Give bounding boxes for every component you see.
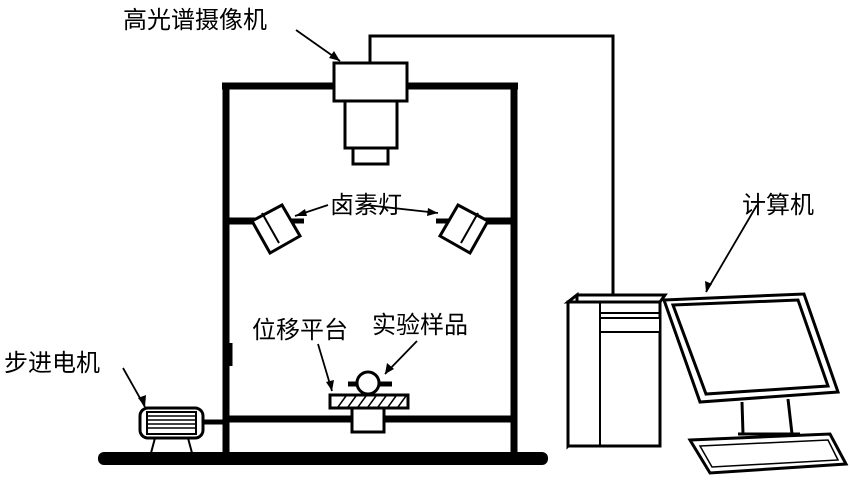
computer-tower <box>563 291 668 450</box>
computer-keyboard <box>687 432 849 475</box>
leader-arrowheads <box>138 51 712 407</box>
computer-monitor <box>661 292 841 436</box>
label-stepper-motor: 步进电机 <box>4 349 100 377</box>
camera-cable <box>368 34 615 297</box>
label-sample: 实验样品 <box>372 311 468 339</box>
sample <box>348 370 392 396</box>
base-plate <box>98 452 548 465</box>
label-computer: 计算机 <box>742 191 814 219</box>
hyperspectral-camera <box>332 61 409 166</box>
label-hyperspectral-camera: 高光谱摄像机 <box>123 6 267 34</box>
halogen-lamp-right <box>436 202 491 256</box>
label-halogen-lamp: 卤素灯 <box>330 191 402 219</box>
label-displacement-stage: 位移平台 <box>252 316 348 344</box>
displacement-stage <box>328 393 410 434</box>
stepper-motor <box>138 406 226 454</box>
halogen-lamp-left <box>249 202 304 256</box>
